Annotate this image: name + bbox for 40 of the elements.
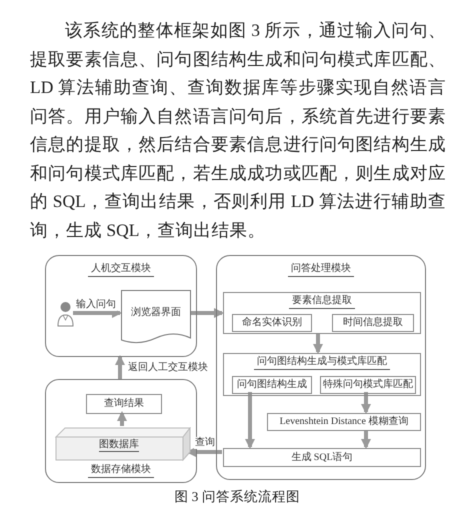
arrow [245, 392, 255, 449]
process-box [267, 413, 421, 431]
module-title: 问答处理模块 [288, 263, 354, 277]
edge-label: 返回人工交互模块 [127, 362, 209, 374]
arrow [115, 355, 125, 379]
node-label: 图数据库 [99, 438, 139, 452]
arrow [361, 430, 371, 449]
arrow [190, 308, 224, 318]
node-label: 时间信息提取 [343, 317, 403, 329]
node-label: Levenshtein Distance 模糊查询 [280, 416, 408, 428]
module-title: 人机交互模块 [88, 263, 154, 277]
process-box [86, 394, 162, 414]
node-label: 命名实体识别 [242, 317, 302, 329]
module-panel [216, 255, 426, 480]
process-box [332, 314, 414, 332]
module-panel [45, 379, 197, 483]
process-box [320, 376, 416, 394]
body-paragraph: 该系统的整体框架如图 3 所示，通过输入问句、提取要素信息、问句图结构生成和问句模式库匹配、LD 算法辅助查询、查询数据库等步骤实现自然语言问答。用户输入自然语言问句后，系统首先进行要素信息的提取，然后结合要素信息进行问句图结构生成和问句模式库匹配，若生成成功或匹配，则生成对应的 SQL，查询出结果，否则利用 LD 算法进行辅助查询，生成 SQL，查询出结果。 [30, 19, 446, 242]
edge-label: 输入问句 [75, 299, 117, 311]
module-title: 要素信息提取 [289, 295, 355, 309]
arrow [73, 308, 122, 318]
arrow [117, 411, 127, 426]
process-box [223, 448, 421, 467]
group-box [223, 353, 421, 396]
group-box [223, 292, 421, 334]
module-panel [45, 255, 197, 357]
arrow [313, 333, 323, 354]
module-title: 数据存储模块 [88, 464, 154, 478]
node-label: 生成 SQL语句 [291, 452, 353, 464]
process-box [232, 376, 312, 394]
figure-caption: 图 3 问答系统流程图 [174, 488, 300, 506]
arrow [361, 392, 371, 414]
node-label: 查询结果 [104, 398, 144, 410]
process-box [232, 314, 312, 332]
module-title: 问句图结构生成与模式库匹配 [254, 356, 390, 370]
arrow [186, 447, 222, 457]
node-label: 问句图结构生成 [237, 379, 307, 391]
node-label: 浏览器界面 [131, 307, 181, 319]
edge-label: 查询 [194, 437, 216, 449]
node-label: 特殊问句模式库匹配 [323, 379, 413, 391]
